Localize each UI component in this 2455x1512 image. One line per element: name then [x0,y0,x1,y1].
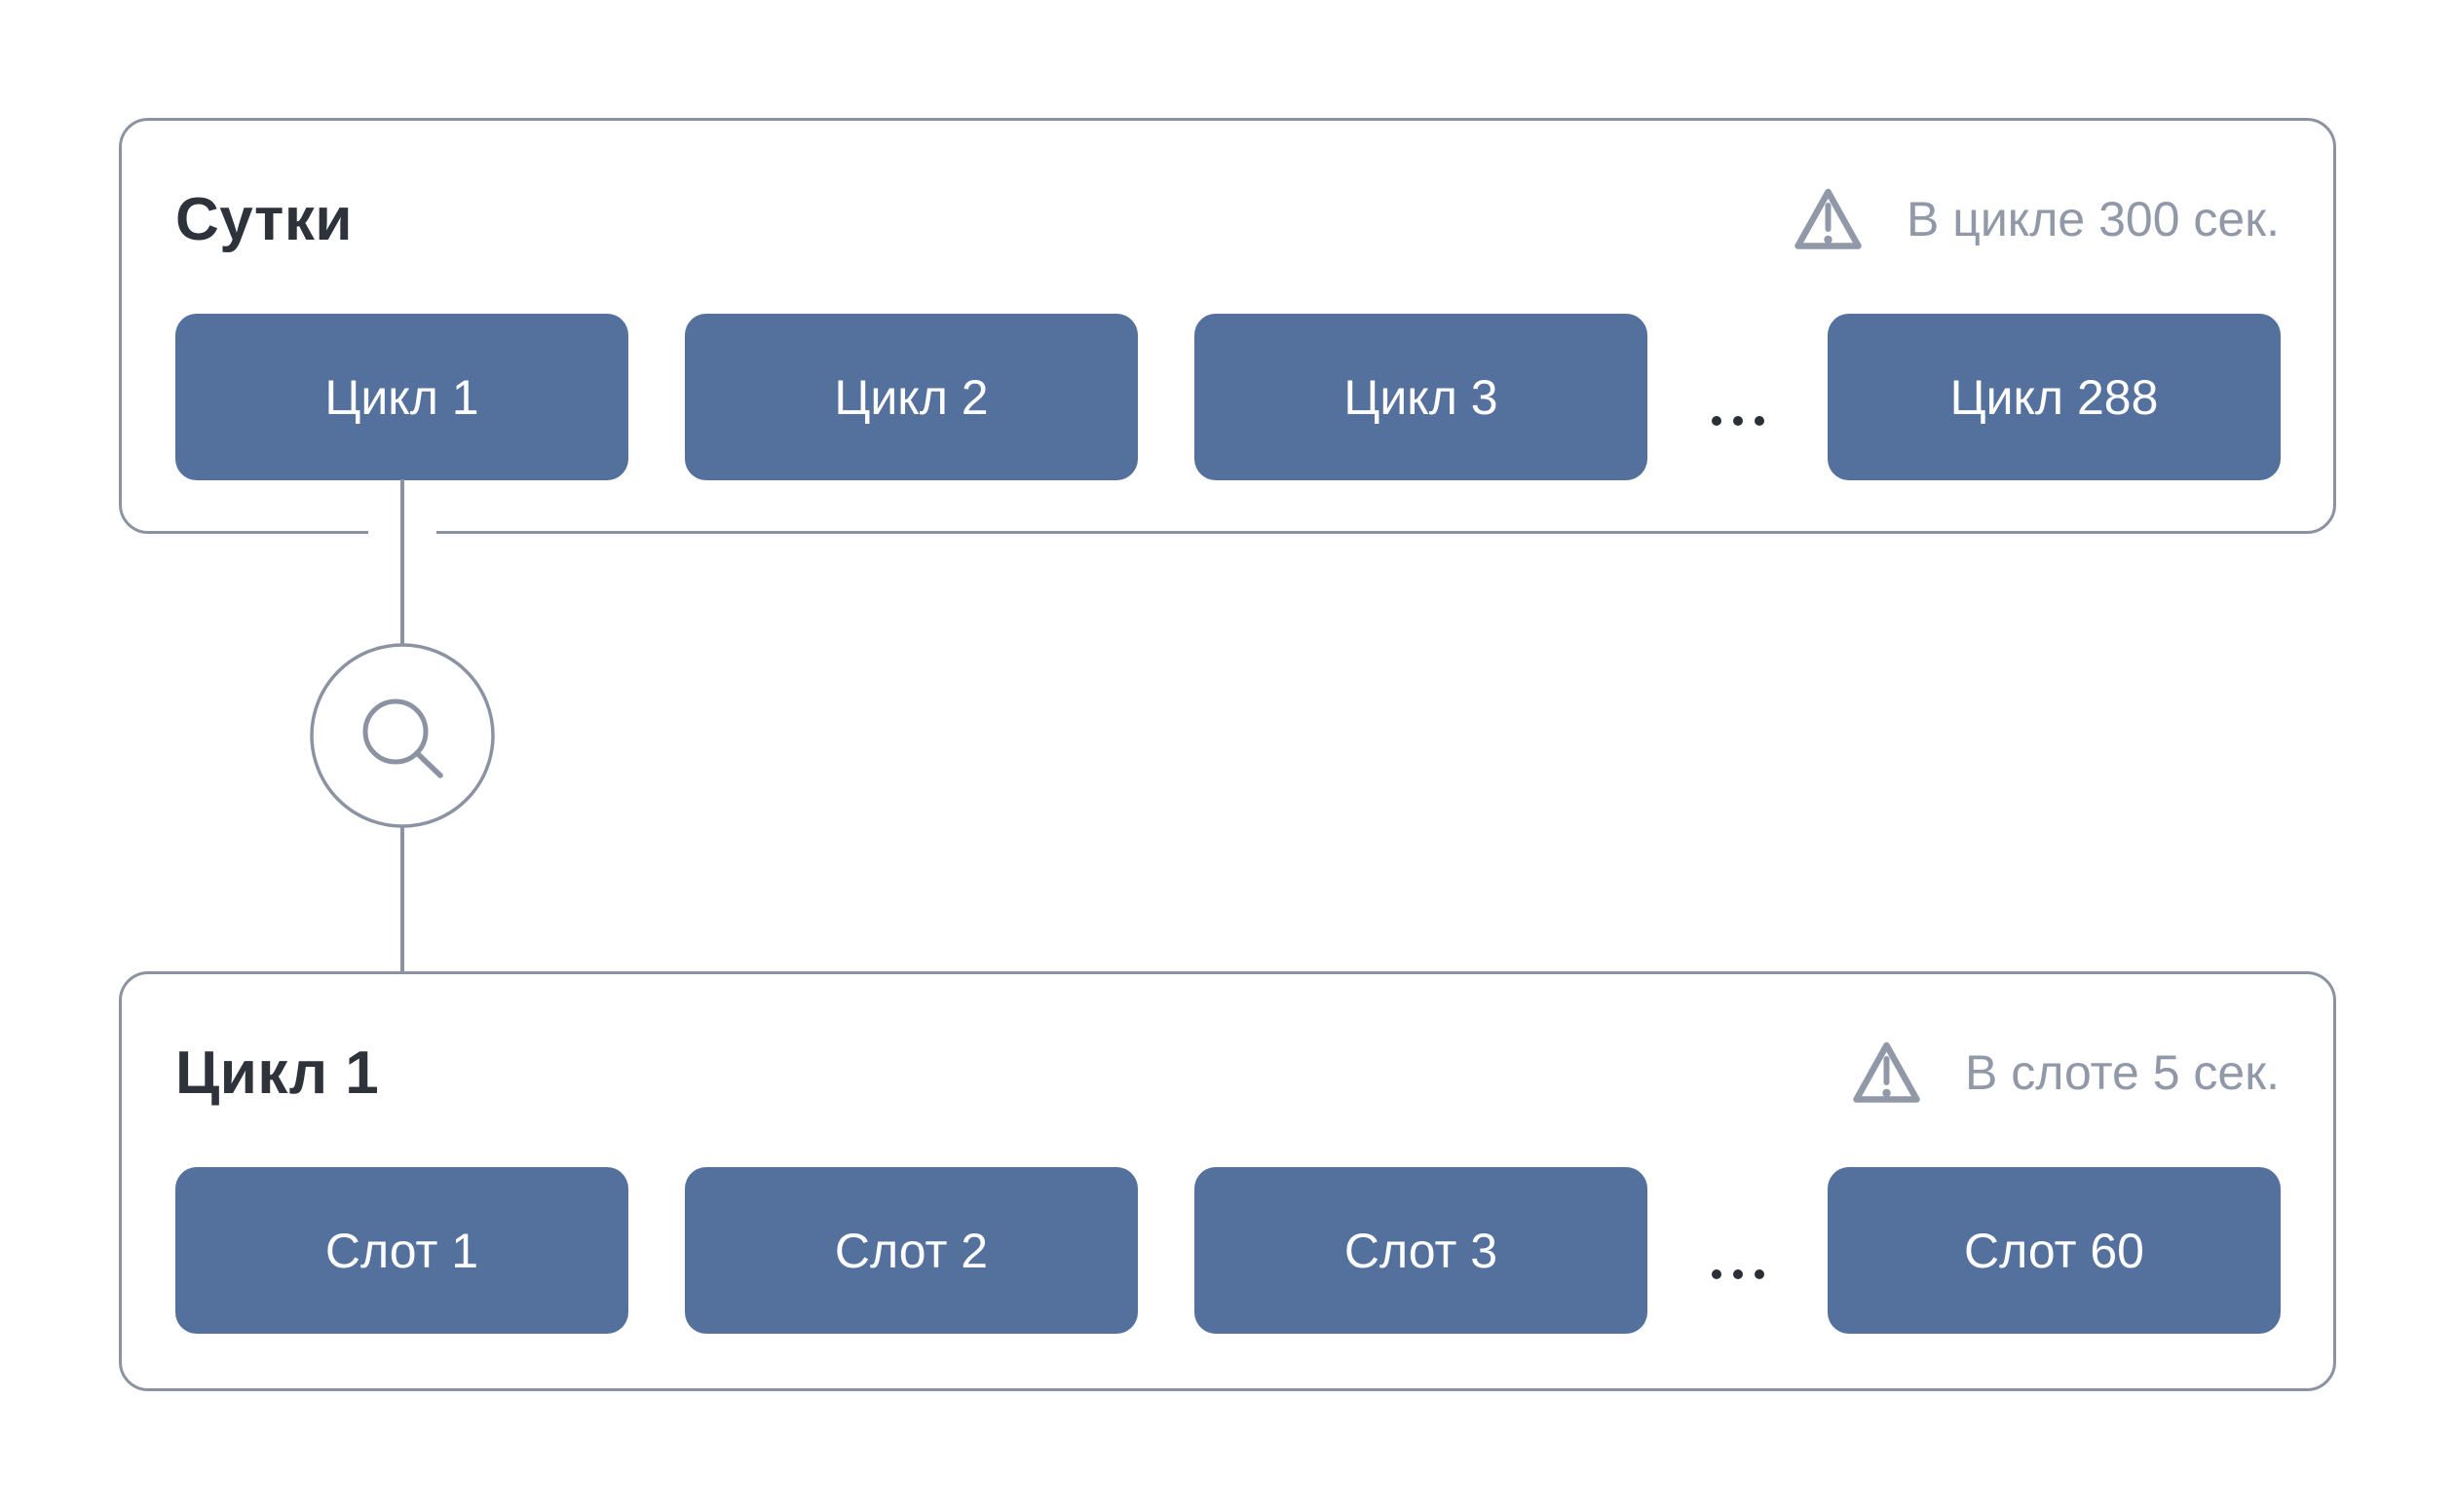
cycle-2-button[interactable]: Цикл 2 [685,314,1138,480]
warning-triangle-icon [1851,1040,1922,1106]
slot-3-button[interactable]: Слот 3 [1194,1167,1647,1334]
slot-60-button[interactable]: Слот 60 [1828,1167,2281,1334]
magnifier-icon [310,643,495,828]
day-warning-text: В цикле 300 сек. [1906,192,2280,246]
slot-ellipsis-cell [1647,1167,1828,1334]
slot-chip-row: Слот 1 Слот 2 Слот 3 Слот 60 [175,1167,2281,1334]
cycle-288-button[interactable]: Цикл 288 [1828,314,2281,480]
day-warning: В цикле 300 сек. [1793,179,2280,259]
slot-1-button[interactable]: Слот 1 [175,1167,628,1334]
cycle-ellipsis-cell [1647,314,1828,480]
ellipsis-icon [1711,1269,1764,1279]
cycle-warning: В слоте 5 сек. [1851,1033,2280,1113]
cycle-3-button[interactable]: Цикл 3 [1194,314,1647,480]
day-panel-title: Сутки [175,186,354,253]
cycle-panel-title: Цикл 1 [175,1040,380,1107]
cycle-chip-row: Цикл 1 Цикл 2 Цикл 3 Цикл 288 [175,314,2281,480]
cycle-warning-text: В слоте 5 сек. [1965,1045,2280,1100]
warning-triangle-icon [1793,186,1864,252]
slot-2-button[interactable]: Слот 2 [685,1167,1138,1334]
ellipsis-icon [1711,416,1764,426]
day-panel: Сутки В цикле 300 сек. Цикл 1 Цикл 2 Цик… [119,118,2336,534]
cycle-panel: Цикл 1 В слоте 5 сек. Слот 1 Слот 2 Слот… [119,971,2336,1391]
cycle-1-button[interactable]: Цикл 1 [175,314,628,480]
